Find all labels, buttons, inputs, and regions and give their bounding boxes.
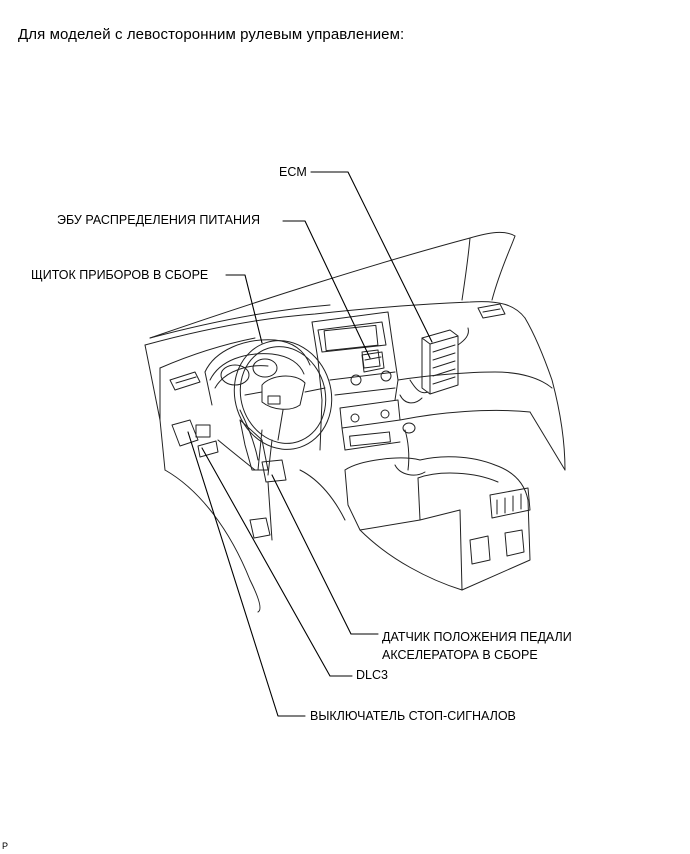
windshield-outline: [149, 231, 516, 339]
leader-power-distribution-ecu: [282, 220, 371, 359]
label-combination-meter: ЩИТОК ПРИБОРОВ В СБОРЕ: [31, 268, 209, 282]
label-stop-light-switch: ВЫКЛЮЧАТЕЛЬ СТОП-СИГНАЛОВ: [310, 709, 516, 723]
ecm-drawing: [399, 327, 469, 404]
label-dlc3: DLC3: [356, 668, 388, 682]
leader-ecm: [310, 171, 433, 343]
center-console-drawing: [344, 422, 531, 591]
right-vent: [477, 303, 506, 319]
left-vent: [169, 371, 201, 391]
label-accelerator-sensor-line2: АКСЕЛЕРАТОРА В СБОРЕ: [382, 648, 538, 662]
label-ecm: ECM: [279, 165, 307, 179]
dashboard-top: [144, 301, 566, 471]
label-power-distribution-ecu: ЭБУ РАСПРЕДЕЛЕНИЯ ПИТАНИЯ: [57, 213, 260, 227]
label-accelerator-sensor: ДАТЧИК ПОЛОЖЕНИЯ ПЕДАЛИ АКСЕЛЕРАТОРА В С…: [382, 628, 572, 664]
steering-column-drawing: [239, 419, 269, 471]
label-accelerator-sensor-line1: ДАТЧИК ПОЛОЖЕНИЯ ПЕДАЛИ: [382, 630, 572, 644]
leader-accelerator-sensor: [271, 474, 379, 635]
power-distribution-ecu-drawing: [361, 351, 385, 373]
lower-dash-drawing: [164, 409, 346, 613]
corner-mark: P: [2, 841, 9, 851]
leader-combination-meter: [225, 274, 263, 344]
leader-stop-light-switch: [187, 431, 306, 717]
combination-meter-drawing: [204, 339, 311, 406]
leader-dlc3: [201, 447, 353, 677]
page-heading: Для моделей с левосторонним рулевым упра…: [18, 26, 405, 43]
center-stack-drawing: [311, 311, 401, 451]
leader-lines: [187, 171, 433, 717]
passenger-dash-drawing: [397, 371, 566, 471]
steering-wheel-drawing: [233, 340, 333, 476]
